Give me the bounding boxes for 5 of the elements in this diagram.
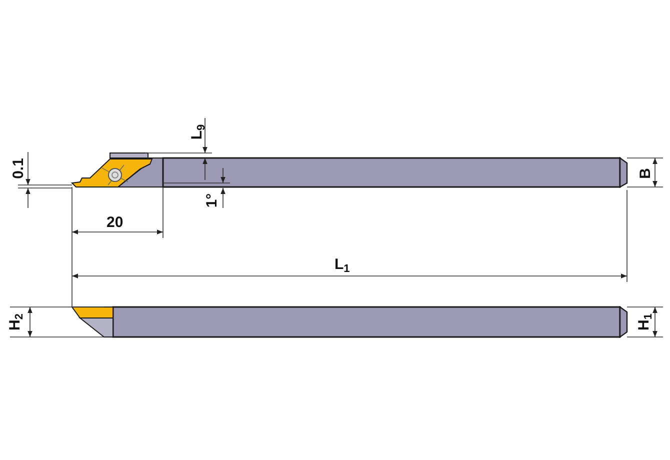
dimension-label: 20 (106, 214, 124, 230)
dimension-label: B (637, 168, 652, 178)
dimension-label: L$_{1}$ (334, 257, 350, 275)
dimension-label: 0.1 (10, 158, 26, 178)
dimension-label: 1° (204, 192, 220, 208)
